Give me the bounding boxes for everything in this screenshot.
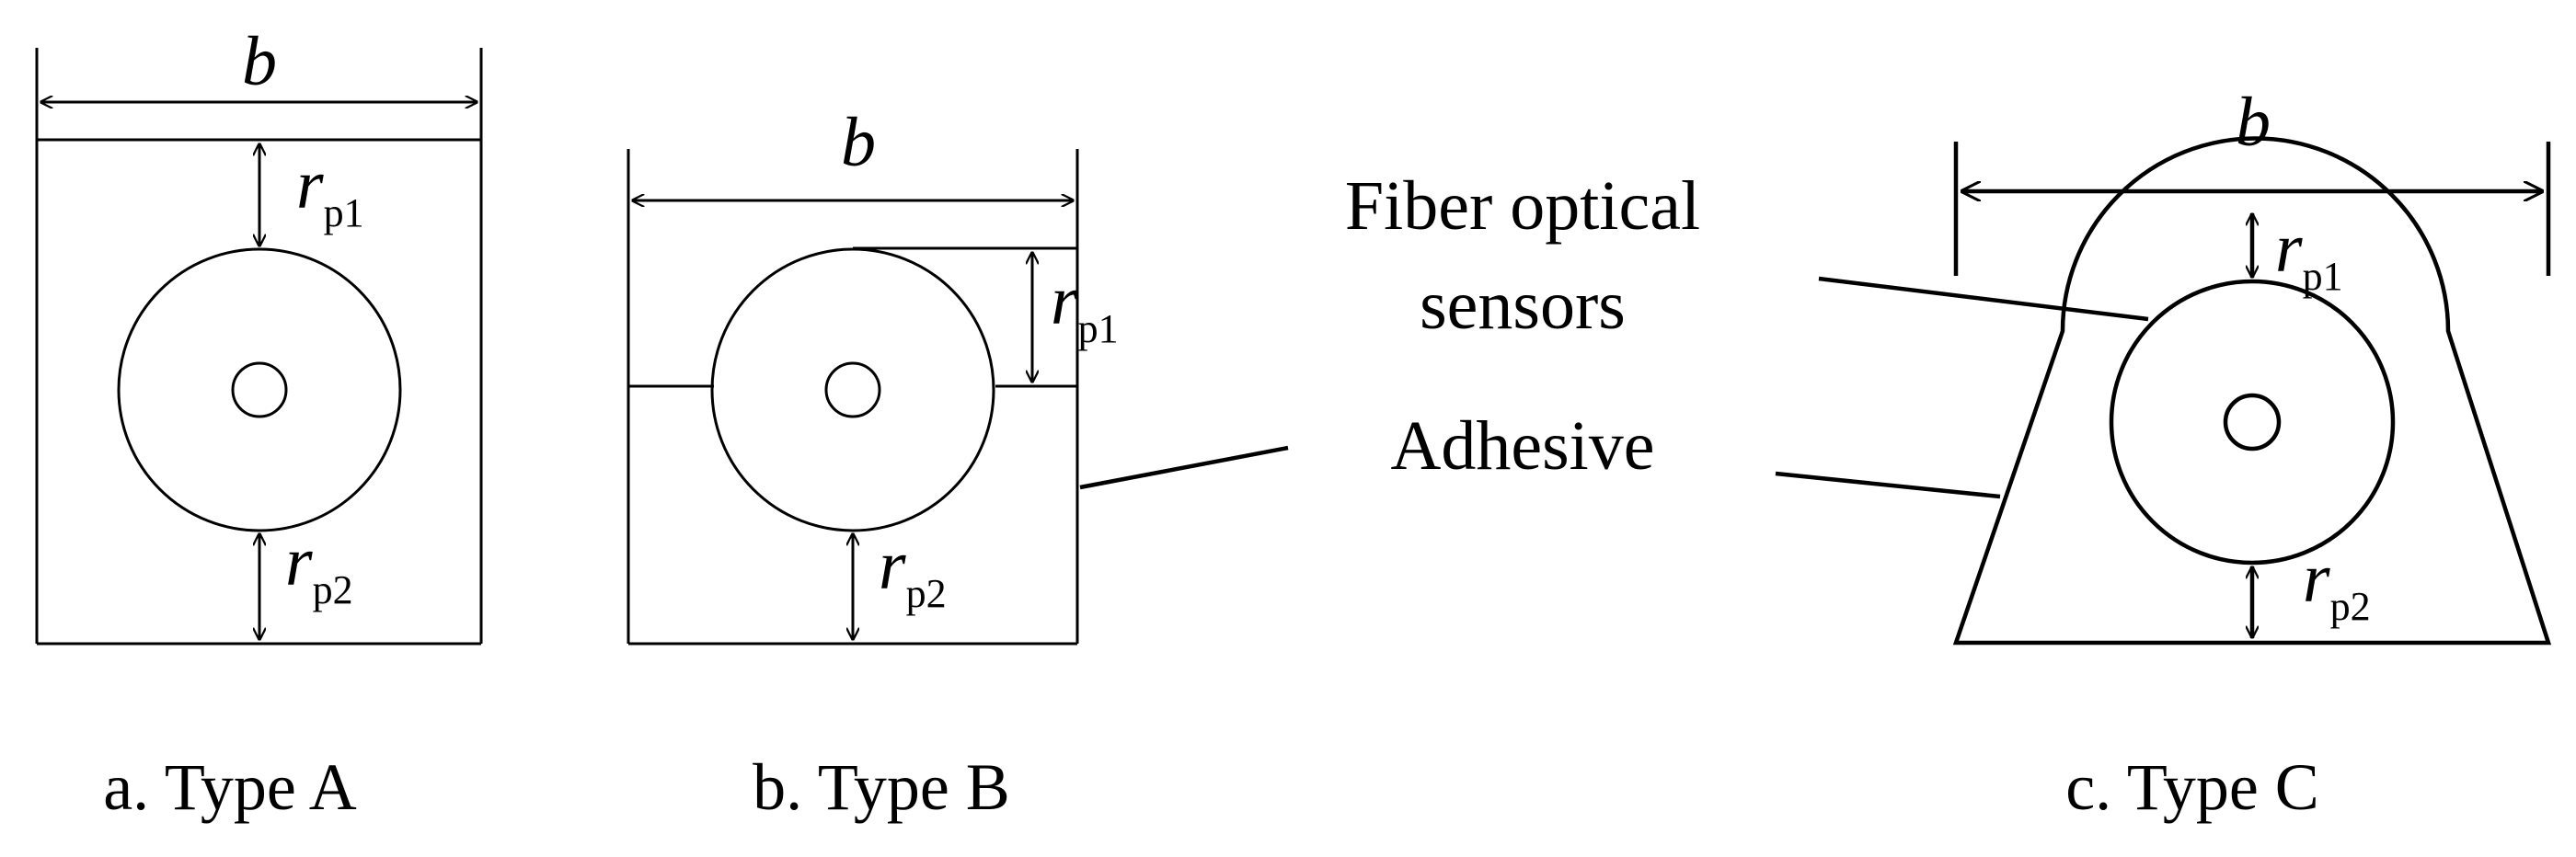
- adhesive-leader-type-c: [1775, 471, 2001, 499]
- sensor-callout-line1: Fiber optical: [1345, 167, 1700, 245]
- type-a-diagram: b rp1 rp2: [35, 23, 483, 646]
- type-b-sensor-circle: [710, 247, 995, 532]
- callouts: Fiber optical sensors Adhesive: [1079, 167, 2149, 499]
- caption-type-c: c. Type C: [2065, 750, 2319, 824]
- sensor-callout-line2: sensors: [1420, 267, 1626, 344]
- type-a-rp1-label: rp1: [296, 146, 364, 235]
- caption-type-a: a. Type A: [103, 750, 357, 824]
- type-b-diagram: b rp1 rp2: [627, 104, 1119, 646]
- type-c-rp2-label: rp2: [2303, 540, 2371, 629]
- type-c-diagram: b rp1 rp2: [1952, 84, 2552, 646]
- type-a-width-label: b: [242, 23, 277, 100]
- type-c-width-label: b: [2236, 84, 2271, 161]
- type-c-core-circle: [2223, 393, 2282, 451]
- type-a-sensor-circle: [117, 247, 402, 532]
- type-b-core-circle: [824, 361, 881, 418]
- type-b-rp1-label: rp1: [1051, 262, 1119, 351]
- type-a-rp2-label: rp2: [285, 523, 353, 612]
- sensor-leader-type-c: [1818, 276, 2149, 322]
- caption-type-b: b. Type B: [753, 750, 1010, 824]
- adhesive-leader-type-b: [1079, 445, 1289, 490]
- type-b-width-label: b: [841, 104, 876, 181]
- type-c-rp1-label: rp1: [2275, 210, 2343, 299]
- type-c-adhesive-outline: [1952, 136, 2552, 646]
- type-b-rp2-label: rp2: [879, 527, 947, 616]
- adhesive-callout: Adhesive: [1390, 407, 1654, 485]
- type-a-core-circle: [231, 361, 288, 418]
- type-c-sensor-circle: [2109, 279, 2396, 566]
